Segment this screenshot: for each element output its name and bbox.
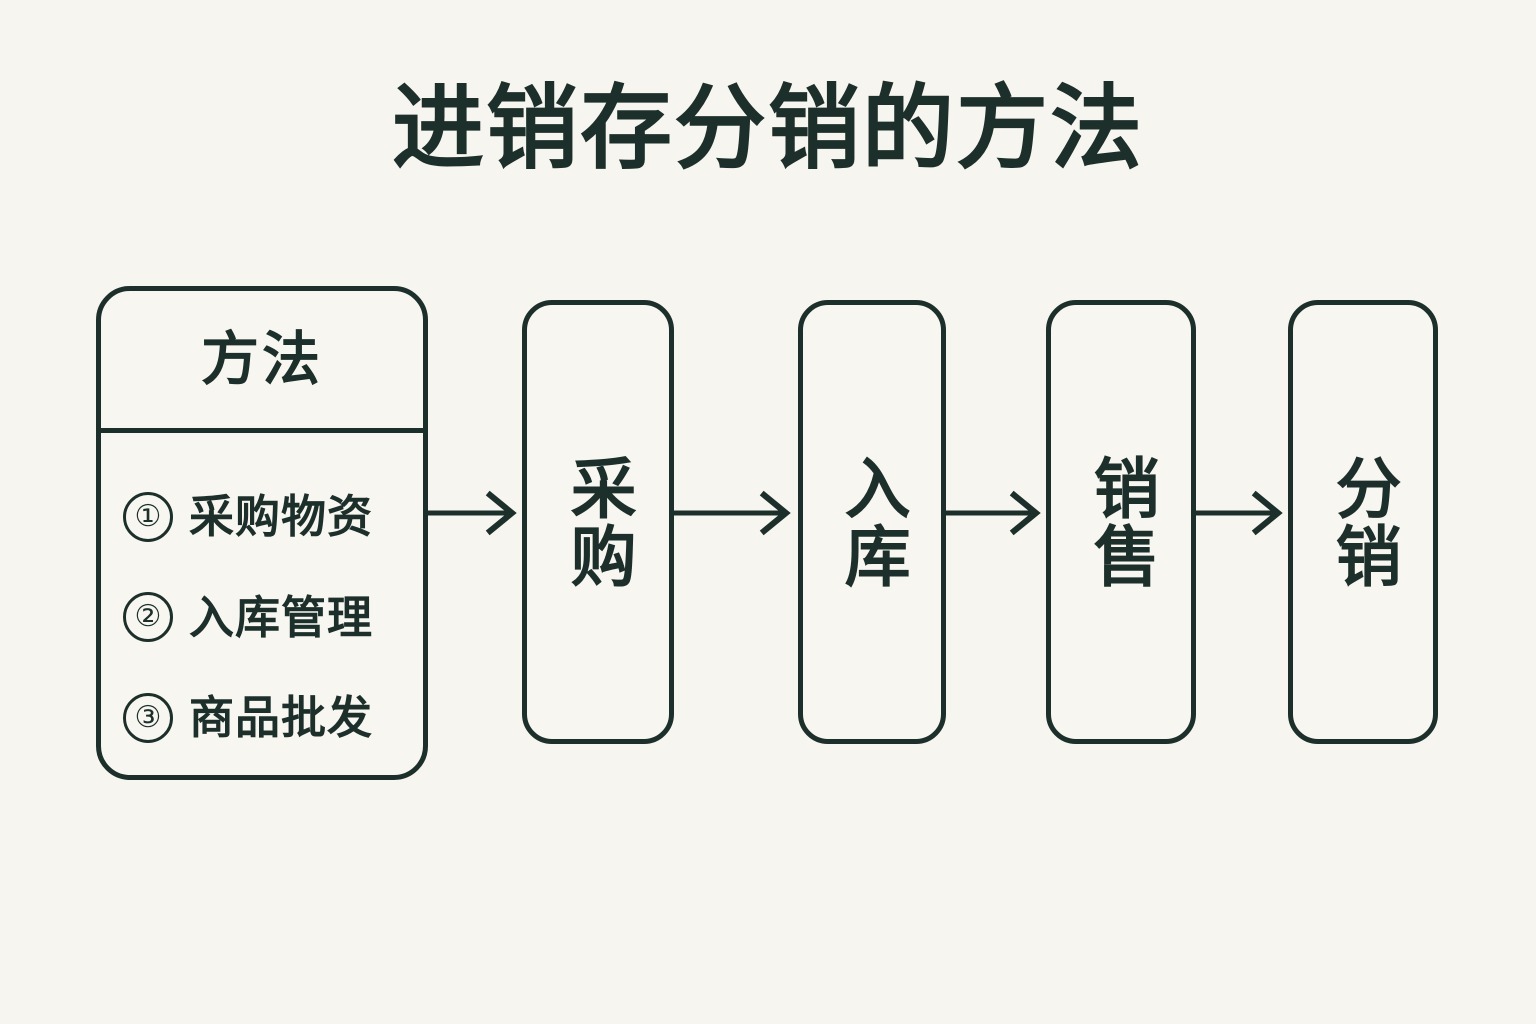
- stage-label: 分销: [1326, 454, 1401, 590]
- method-card-list: ① 采购物资 ② 入库管理 ③ 商品批发: [101, 433, 423, 775]
- arrow-right-icon: [428, 489, 524, 537]
- stage-label: 入库: [835, 454, 910, 590]
- list-item-label: 入库管理: [189, 591, 374, 643]
- list-item-label: 商品批发: [189, 692, 374, 743]
- method-card-header-label: 方法: [200, 326, 323, 392]
- method-card-header: 方法: [101, 291, 423, 433]
- stage-box-caigou[interactable]: 采购: [522, 300, 674, 744]
- list-item[interactable]: ③ 商品批发: [123, 679, 423, 757]
- method-card[interactable]: 方法 ① 采购物资 ② 入库管理 ③ 商品批发: [96, 286, 428, 780]
- arrow-right-icon: [946, 489, 1048, 537]
- page-title: 进销存分销的方法: [391, 78, 1144, 180]
- stage-box-ruku[interactable]: 入库: [798, 300, 946, 744]
- stage-box-xiaoshou[interactable]: 销售: [1046, 300, 1196, 744]
- list-item-number-icon: ②: [123, 592, 173, 642]
- arrow-right-icon: [674, 489, 800, 537]
- list-item[interactable]: ② 入库管理: [123, 578, 423, 656]
- list-item-number-icon: ③: [123, 692, 173, 743]
- stage-label: 采购: [561, 454, 636, 590]
- list-item-label: 采购物资: [189, 491, 374, 542]
- arrow-right-icon: [1196, 489, 1290, 537]
- list-item[interactable]: ① 采购物资: [123, 478, 423, 556]
- stage-label: 销售: [1084, 454, 1159, 590]
- stage-box-fenxiao[interactable]: 分销: [1288, 300, 1438, 744]
- list-item-number-icon: ①: [123, 491, 173, 542]
